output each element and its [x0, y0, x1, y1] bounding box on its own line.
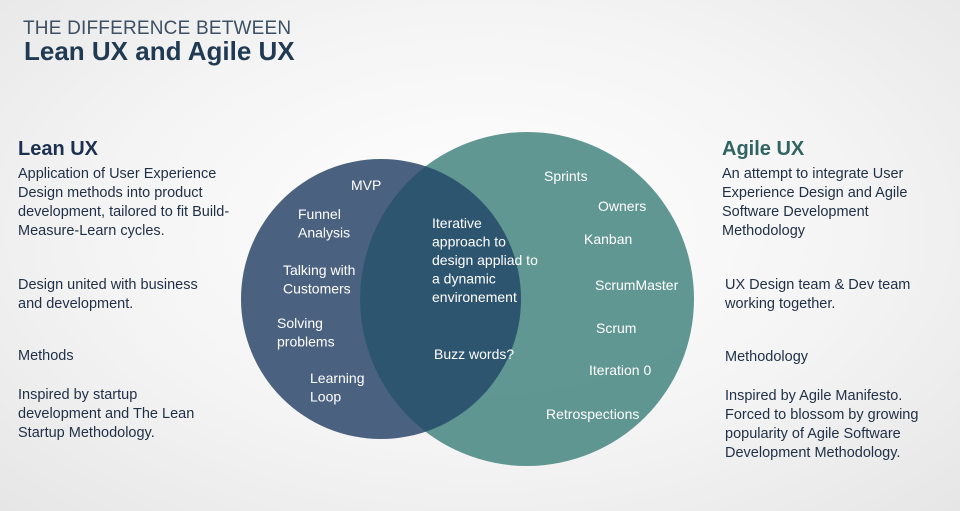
right-venn-label: Kanban	[584, 231, 632, 247]
agile-title: Agile UX	[722, 138, 805, 160]
agile-description-line: Software Development	[722, 204, 869, 220]
lean-methods-line: development and The Lean	[18, 406, 195, 422]
page-title: Lean UX and Agile UX	[24, 36, 295, 66]
lean-point-line: Design united with business	[18, 277, 198, 293]
right-venn-label: Owners	[598, 198, 646, 214]
right-venn-label: ScrumMaster	[595, 277, 679, 293]
lean-methods-line: Startup Methodology.	[18, 425, 155, 441]
lean-description-line: Design methods into product	[18, 185, 203, 201]
agile-description-line: An attempt to integrate User	[722, 166, 904, 182]
agile-methods-line: popularity of Agile Software	[725, 426, 901, 442]
agile-description-line: Methodology	[722, 223, 806, 239]
center-venn-label: Buzz words?	[434, 346, 514, 362]
lean-methods: Inspired by startup development and The …	[18, 386, 194, 443]
lean-title: Lean UX	[18, 138, 99, 160]
right-venn-label: Retrospections	[546, 406, 639, 422]
kicker-text: THE DIFFERENCE BETWEEN	[23, 18, 292, 39]
lean-description-line: Application of User Experience	[18, 166, 217, 182]
agile-methods-line: Forced to blossom by growing	[725, 407, 919, 423]
agile-description-line: Experience Design and Agile	[722, 185, 908, 201]
agile-methods-line: Inspired by Agile Manifesto.	[725, 388, 903, 404]
lean-description-line: Measure-Learn cycles.	[18, 223, 165, 239]
left-venn-label: MVP	[351, 177, 381, 193]
agile-point: UX Design team & Dev team working togeth…	[725, 276, 910, 314]
agile-methods-line: Development Methodology.	[725, 445, 901, 461]
agile-point-line: UX Design team & Dev team	[725, 277, 911, 293]
agile-methods: Inspired by Agile Manifesto. Forced to b…	[725, 387, 918, 463]
lean-methods-heading: Methods	[18, 348, 74, 364]
lean-methods-line: Inspired by startup	[18, 387, 138, 403]
lean-description: Application of User Experience Design me…	[18, 165, 229, 241]
agile-point-line: working together.	[725, 296, 836, 312]
right-venn-label: Iteration 0	[589, 362, 651, 378]
agile-methods-heading: Methodology	[725, 349, 809, 365]
overlap-region	[360, 159, 521, 439]
agile-description: An attempt to integrate User Experience …	[722, 165, 907, 241]
lean-point-line: and development.	[18, 296, 134, 312]
lean-point: Design united with business and developm…	[18, 276, 198, 314]
right-venn-label: Scrum	[596, 320, 636, 336]
right-venn-label: Sprints	[544, 168, 588, 184]
lean-description-line: development, tailored to fit Build-	[18, 204, 230, 220]
